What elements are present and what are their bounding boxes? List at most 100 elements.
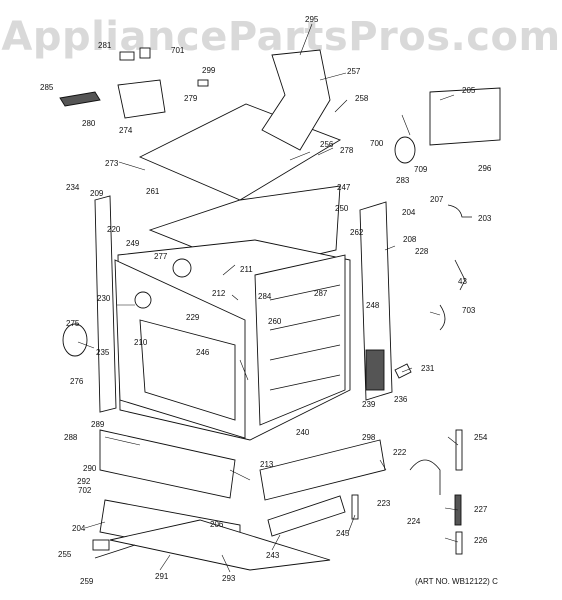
wire-203 [447,204,472,218]
callout-246: 246 [196,348,210,357]
callout-210: 210 [134,338,148,347]
callout-280: 280 [82,119,96,128]
callout-284: 284 [258,292,272,301]
callout-labels: 295 281 701 299 257 285 279 205 280 274 … [40,15,492,586]
igniter-assembly [117,79,166,119]
callout-209: 209 [90,189,104,198]
callout-235: 235 [96,348,110,357]
callout-245: 245 [336,529,350,538]
callout-299: 299 [202,66,216,75]
callout-230: 230 [97,294,111,303]
thermostat-bulb [134,291,152,309]
bracket-231 [394,363,412,379]
callout-261: 261 [146,187,160,196]
callout-208: 208 [403,235,417,244]
callout-281: 281 [98,41,112,50]
callout-262: 262 [350,228,364,237]
callout-254: 254 [474,433,488,442]
oven-window [139,319,236,421]
callout-205: 205 [462,86,476,95]
callout-278: 278 [340,146,354,155]
clip-701 [139,47,151,59]
back-panel-plate [429,87,501,146]
callout-291: 291 [155,572,169,581]
callout-43: 43 [458,277,467,286]
callout-283: 283 [396,176,410,185]
broiler-drawer [99,429,236,499]
small-parts [59,47,501,559]
bottom-trim [267,495,346,537]
callout-700: 700 [370,139,384,148]
callout-211: 211 [240,265,253,274]
light-socket [172,258,192,278]
callout-204: 204 [402,208,416,217]
callout-204-lower: 204 [72,524,86,533]
callout-273: 273 [105,159,119,168]
callout-293: 293 [222,574,236,583]
callout-298: 298 [362,433,376,442]
callout-212: 212 [212,289,226,298]
callout-275: 275 [66,319,80,328]
callout-243: 243 [266,551,280,560]
callout-292: 292 [77,477,91,486]
valve-245 [351,494,359,520]
left-side-panel [94,195,117,413]
callout-259: 259 [80,577,94,586]
callout-702: 702 [78,486,92,495]
callout-226: 226 [474,536,488,545]
callout-296: 296 [478,164,492,173]
callout-701: 701 [171,46,185,55]
callout-206: 206 [210,520,224,529]
callout-223: 223 [377,499,391,508]
wire-43 [454,259,466,291]
art-number: (ART NO. WB12122) C [415,577,498,586]
callout-276: 276 [70,377,84,386]
callout-220: 220 [107,225,121,234]
callout-257: 257 [347,67,361,76]
callout-290: 290 [83,464,97,473]
callout-234: 234 [66,183,80,192]
callout-274: 274 [119,126,133,135]
callout-709: 709 [414,165,428,174]
callout-277: 277 [154,252,168,261]
oven-body [94,103,393,571]
callout-703: 703 [462,306,476,315]
callout-247: 247 [337,183,351,192]
spark-module [59,91,101,107]
leveler-255 [92,539,110,551]
callout-260: 260 [268,317,282,326]
callout-255: 255 [58,550,72,559]
inner-back-wall [254,254,346,426]
wire-harness-703 [439,304,446,331]
callout-258: 258 [355,94,369,103]
callout-236: 236 [394,395,408,404]
leader-lines [77,23,459,573]
callout-231: 231 [421,364,435,373]
clip-281 [119,51,135,61]
callout-295: 295 [305,15,319,24]
callout-256: 256 [320,140,334,149]
screw-299 [197,79,209,87]
callout-222: 222 [393,448,407,457]
callout-239: 239 [362,400,376,409]
fan-motor [394,136,416,164]
callout-289: 289 [91,420,105,429]
watermark: AppliancePartsPros.com [1,14,561,60]
callout-229: 229 [186,313,200,322]
callout-287: 287 [314,289,328,298]
callout-228: 228 [415,247,429,256]
link-226 [455,531,463,555]
callout-224: 224 [407,517,421,526]
bottom-base [109,519,331,571]
callout-207: 207 [430,195,444,204]
vent-grille [365,349,385,391]
callout-279: 279 [184,94,198,103]
light-lens [62,323,88,357]
callout-249: 249 [126,239,140,248]
callout-285: 285 [40,83,54,92]
callout-250: 250 [335,204,349,213]
hinge-254 [455,429,463,471]
flue-duct [261,49,331,151]
callout-248: 248 [366,301,380,310]
